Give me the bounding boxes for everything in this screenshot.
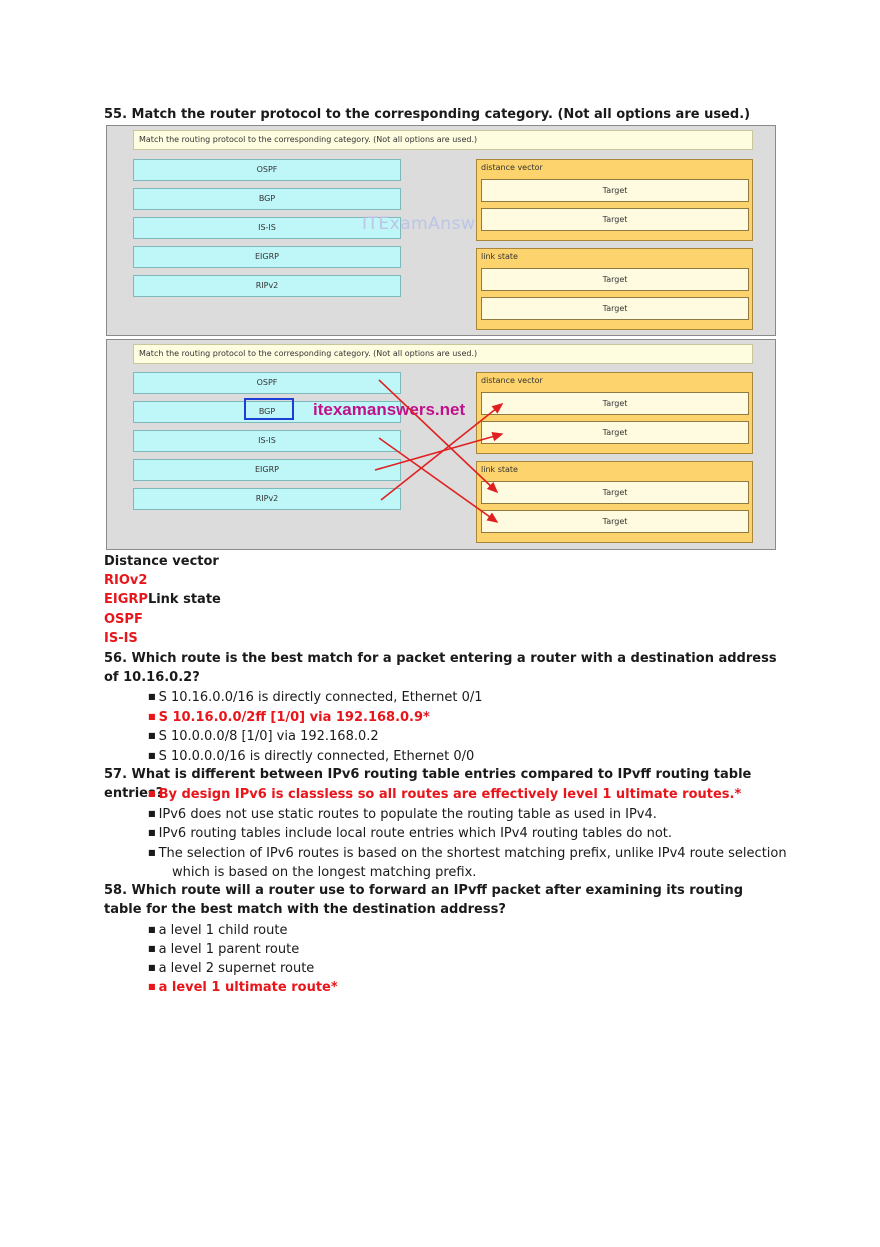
answer-item: EIGRP (104, 592, 148, 607)
square-bullet-icon: ■ (148, 925, 156, 934)
answer-line: EIGRPLink state (104, 590, 221, 609)
question-57-title: 57. What is different between IPv6 routi… (104, 767, 752, 801)
question-58-title: 58. Which route will a router use to for… (104, 883, 744, 917)
answer-option: ■IPv6 does not use static routes to popu… (148, 807, 657, 822)
drop-target[interactable]: Target (481, 297, 749, 320)
panel-instruction: Match the routing protocol to the corres… (133, 130, 753, 150)
category-distance-vector: distance vector Target Target (476, 159, 753, 241)
square-bullet-icon: ■ (148, 828, 156, 837)
protocol-source-bgp[interactable]: BGP (133, 401, 401, 423)
answer-heading-link-state: Link state (147, 592, 221, 607)
answer-option: ■S 10.0.0.0/16 is directly connected, Et… (148, 749, 475, 764)
protocol-source-ripv2[interactable]: RIPv2 (133, 275, 401, 297)
protocol-source-eigrp[interactable]: EIGRP (133, 246, 401, 268)
category-label: link state (481, 252, 518, 261)
category-distance-vector: distance vector Target Target (476, 372, 753, 454)
question-56-title: 56. Which route is the best match for a … (104, 651, 777, 685)
protocol-source-ripv2[interactable]: RIPv2 (133, 488, 401, 510)
arrow-eigrp-to-distance-vector (374, 432, 504, 471)
protocol-source-isis[interactable]: IS-IS (133, 430, 401, 452)
answer-item: RIOv2 (104, 573, 148, 588)
square-bullet-icon: ■ (148, 712, 156, 721)
matching-panel-unanswered: Match the routing protocol to the corres… (106, 125, 776, 336)
category-label: link state (481, 465, 518, 474)
answer-option-correct: ■By design IPv6 is classless so all rout… (148, 787, 742, 802)
category-link-state: link state Target Target (476, 461, 753, 543)
protocol-source-bgp[interactable]: BGP (133, 188, 401, 210)
drop-target[interactable]: Target (481, 481, 749, 504)
answer-option: ■a level 2 supernet route (148, 961, 315, 976)
answer-item: IS-IS (104, 631, 138, 646)
drop-target[interactable]: Target (481, 208, 749, 231)
square-bullet-icon: ■ (148, 692, 156, 701)
answer-option: ■a level 1 child route (148, 923, 288, 938)
answer-heading-distance-vector: Distance vector (104, 554, 219, 569)
question-55-title: 55. Match the router protocol to the cor… (104, 107, 751, 122)
drop-target[interactable]: Target (481, 179, 749, 202)
square-bullet-icon: ■ (148, 789, 156, 798)
square-bullet-icon: ■ (148, 731, 156, 740)
answer-option-correct: ■S 10.16.0.0/2ff [1/0] via 192.168.0.9* (148, 710, 430, 725)
answer-option: ■S 10.0.0.0/8 [1/0] via 192.168.0.2 (148, 729, 379, 744)
answer-option: ■S 10.16.0.0/16 is directly connected, E… (148, 690, 483, 705)
answer-item: OSPF (104, 612, 143, 627)
arrow-ospf-to-link-state (378, 379, 499, 494)
square-bullet-icon: ■ (148, 944, 156, 953)
drop-target[interactable]: Target (481, 510, 749, 533)
square-bullet-icon: ■ (148, 982, 156, 991)
answer-arrows (374, 379, 504, 523)
panel-instruction: Match the routing protocol to the corres… (133, 344, 753, 364)
bgp-highlight-box (244, 398, 294, 420)
square-bullet-icon: ■ (148, 751, 156, 760)
drop-target[interactable]: Target (481, 268, 749, 291)
arrow-ripv2-to-distance-vector (380, 403, 504, 501)
category-label: distance vector (481, 376, 543, 385)
category-label: distance vector (481, 163, 543, 172)
answer-option-correct: ■a level 1 ultimate route* (148, 980, 338, 995)
category-link-state: link state Target Target (476, 248, 753, 330)
matching-panel-answered: Match the routing protocol to the corres… (106, 339, 776, 550)
square-bullet-icon: ■ (148, 848, 156, 857)
answer-option: ■The selection of IPv6 routes is based o… (148, 846, 787, 880)
square-bullet-icon: ■ (148, 809, 156, 818)
protocol-source-isis[interactable]: IS-IS (133, 217, 401, 239)
square-bullet-icon: ■ (148, 963, 156, 972)
protocol-source-ospf[interactable]: OSPF (133, 159, 401, 181)
answer-option: ■IPv6 routing tables include local route… (148, 826, 673, 841)
protocol-source-ospf[interactable]: OSPF (133, 372, 401, 394)
arrow-isis-to-link-state (378, 437, 499, 523)
drop-target[interactable]: Target (481, 421, 749, 444)
watermark-text: itexamanswers.net (313, 400, 466, 419)
drop-target[interactable]: Target (481, 392, 749, 415)
protocol-source-eigrp[interactable]: EIGRP (133, 459, 401, 481)
answer-option: ■a level 1 parent route (148, 942, 300, 957)
